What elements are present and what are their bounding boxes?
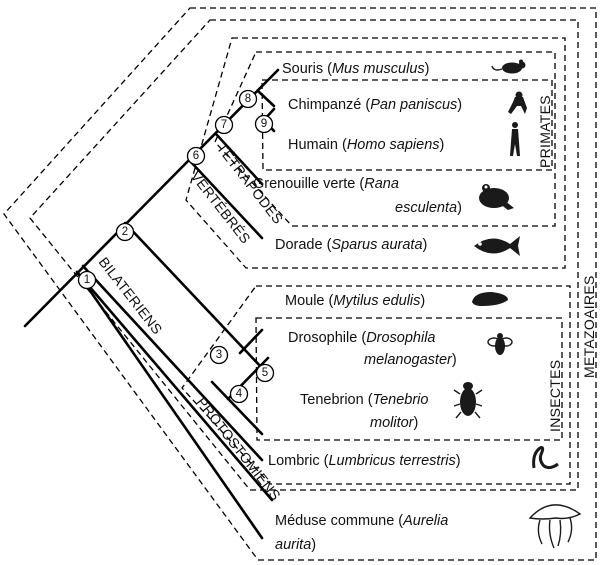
group-label-insectes: INSECTES: [547, 360, 563, 432]
taxon-label-grenouille: Grenouille verte (Rana: [253, 176, 399, 192]
group-label-primates: PRIMATES: [537, 95, 553, 168]
beetle-icon: [453, 382, 483, 419]
chimpanzee-icon: [508, 91, 527, 114]
taxon-label-tenebrion: Tenebrion (Tenebrio: [300, 392, 428, 408]
taxon-label-lombric: Lombric (Lumbricus terrestris): [268, 453, 461, 469]
group-label-metazoaires: METAZOAIRES: [581, 275, 597, 378]
tree-node: 1: [77, 270, 97, 290]
svg-text:3: 3: [216, 349, 222, 361]
svg-text:9: 9: [261, 118, 267, 130]
taxon-label-moule: Moule (Mytilus edulis): [285, 293, 425, 309]
group-label-bilateriens: BILATERIENS: [96, 254, 166, 337]
taxon-label-humain: Humain (Homo sapiens): [288, 137, 444, 153]
tree-node: 4: [229, 384, 249, 404]
taxon-label-meduse-line2: aurita): [275, 537, 316, 553]
taxon-label-tenebrion-line2: molitor): [370, 415, 418, 431]
fly-icon: [487, 333, 513, 355]
svg-text:6: 6: [193, 150, 199, 162]
vertebres-box: [185, 37, 566, 269]
taxon-label-souris: Souris (Mus musculus): [282, 61, 429, 77]
taxon-label-drosophile-line2: melanogaster): [364, 352, 457, 368]
taxon-label-chimpanze: Chimpanzé (Pan paniscus): [288, 97, 462, 113]
jellyfish-icon: [528, 504, 582, 549]
fish-icon: [474, 236, 520, 256]
tree-node: 9: [254, 114, 274, 134]
taxon-label-grenouille-line2: esculenta): [395, 200, 462, 216]
bilateriens-box: [29, 19, 579, 491]
tetrapodes-box: [214, 51, 556, 227]
mouse-icon: [491, 59, 526, 74]
metazoaires-box: [3, 7, 597, 561]
frog-icon: [479, 184, 514, 210]
svg-text:1: 1: [84, 274, 90, 286]
taxon-label-dorade: Dorade (Sparus aurata): [275, 237, 427, 253]
svg-text:7: 7: [221, 119, 227, 131]
taxon-label-drosophile: Drosophile (Drosophila: [288, 330, 436, 346]
insectes-box: [255, 317, 563, 441]
primates-box: [261, 79, 553, 171]
tree-branches: [23, 68, 280, 540]
svg-text:5: 5: [262, 367, 268, 379]
svg-text:4: 4: [236, 388, 243, 400]
tree-node: 3: [209, 345, 229, 365]
human-icon: [510, 122, 520, 156]
worm-icon: [532, 446, 559, 470]
tree-node: 2: [115, 222, 135, 242]
protostomiens-box: [181, 285, 571, 485]
tree-node: 5: [255, 363, 275, 383]
mussel-icon: [472, 292, 508, 306]
tree-node: 7: [214, 115, 234, 135]
svg-text:2: 2: [122, 226, 128, 238]
taxon-label-meduse: Méduse commune (Aurelia: [275, 513, 448, 529]
tree-node: 8: [238, 89, 258, 109]
svg-text:8: 8: [245, 93, 251, 105]
tree-node: 6: [186, 146, 206, 166]
